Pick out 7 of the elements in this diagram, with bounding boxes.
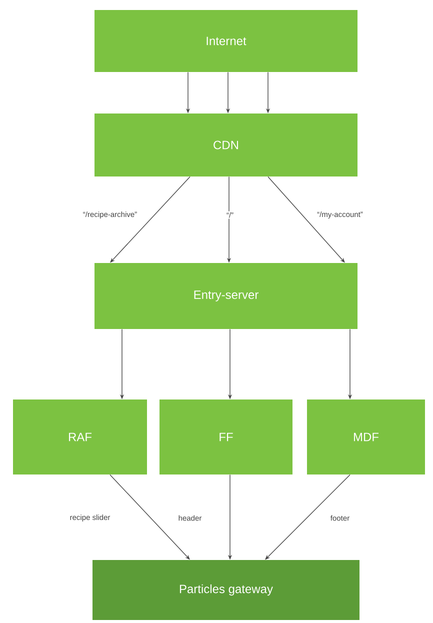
process-box: MDF bbox=[307, 400, 425, 474]
process-box: FF bbox=[160, 400, 292, 474]
process-box: Entry-server bbox=[94, 263, 358, 329]
process-box: Particles gateway bbox=[92, 560, 360, 620]
process-box: CDN bbox=[94, 114, 358, 176]
process-box: Internet bbox=[94, 10, 358, 72]
process-box: RAF bbox=[13, 400, 147, 474]
